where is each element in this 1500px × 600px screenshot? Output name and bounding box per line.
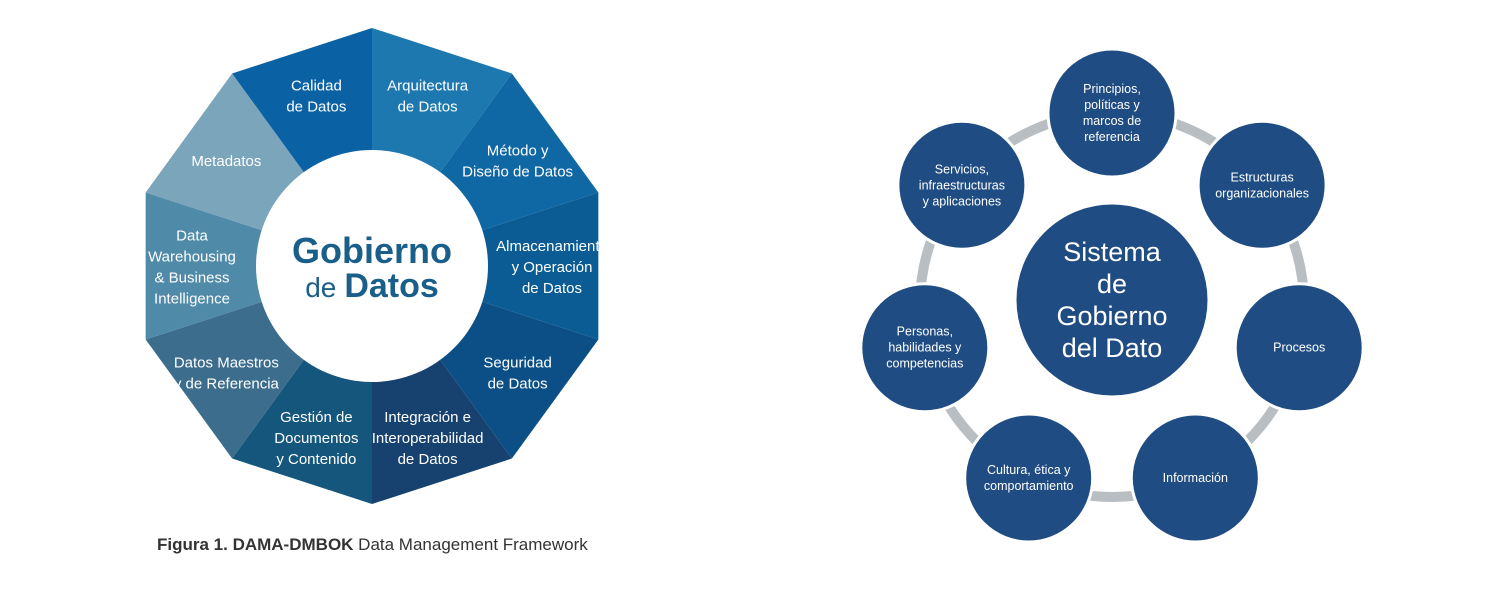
system-node-label-line: Cultura, ética y: [987, 463, 1071, 477]
wheel-segment-label: Integración e Interoperabilidad de Datos: [372, 409, 484, 468]
system-node-label-line: referencia: [1084, 130, 1140, 144]
wheel-segment-label: Calidad de Datos: [286, 77, 346, 115]
wheel-segment-label-line: y Operación: [512, 259, 593, 276]
system-node: [896, 119, 1028, 251]
system-node-label-line: Procesos: [1273, 341, 1325, 355]
system-node-label: Personas, habilidades y competencias: [886, 325, 963, 371]
system-node-label-line: Personas,: [897, 325, 953, 339]
system-node-label-line: políticas y: [1084, 98, 1140, 112]
system-node: [963, 412, 1095, 544]
wheel-segment-label-line: Metadatos: [191, 153, 261, 170]
system-node-label-line: y aplicaciones: [923, 194, 1002, 208]
system-node-label-line: comportamiento: [984, 479, 1074, 493]
system-node-label-line: Servicios,: [935, 162, 989, 176]
wheel-segment-label-line: de Datos: [522, 280, 582, 297]
wheel-segment-label: Almacenamiento y Operación de Datos: [496, 238, 608, 297]
wheel-segment-label: Metadatos: [191, 153, 261, 170]
wheel-segment-label-line: Diseño de Datos: [462, 164, 573, 181]
wheel-segment-label-line: Arquitectura: [387, 77, 469, 94]
wheel-segment-label-line: Seguridad: [483, 354, 551, 371]
system-node: [1196, 119, 1328, 251]
wheel-segment-label-line: de Datos: [488, 375, 548, 392]
system-center-circle: [1013, 201, 1211, 399]
wheel-segment-label: Gestión de Documentos y Contenido: [274, 409, 358, 468]
system-node-label: Información: [1163, 471, 1228, 485]
wheel-segment-label-line: Data: [176, 228, 208, 245]
caption-bold: Figura 1. DAMA-DMBOK: [157, 535, 354, 554]
wheel-segment-label-line: de Datos: [398, 451, 458, 468]
system-node-label: Principios, políticas y marcos de referenci…: [1083, 82, 1141, 144]
wheel-segment-label-line: de Datos: [398, 98, 458, 115]
wheel-segment-label-line: y de Referencia: [174, 375, 280, 392]
wheel-segment-label-line: Documentos: [274, 430, 358, 447]
wheel-segment-label-line: Método y: [487, 143, 549, 160]
wheel-segment-label-line: Almacenamiento: [496, 238, 608, 255]
wheel-segment-label-line: Calidad: [291, 77, 342, 94]
system-node-label: Servicios, infraestructuras y aplicaciones: [919, 162, 1005, 208]
wheel-segment-label-line: de Datos: [286, 98, 346, 115]
system-center-title-line: Gobierno: [1056, 301, 1167, 331]
wheel-segment-label: Arquitectura de Datos: [387, 77, 469, 115]
system-node-label: Estructuras organizacionales: [1215, 170, 1309, 200]
wheel-segment-label-line: Gestión de: [280, 409, 353, 426]
wheel-segment-label: Datos Maestros y de Referencia: [174, 354, 280, 392]
wheel-segment-label: Seguridad de Datos: [483, 354, 551, 392]
system-node-label-line: competencias: [886, 357, 963, 371]
wheel-center-title-line1: Gobierno: [292, 230, 452, 271]
system-center-title-line: Sistema: [1063, 237, 1162, 267]
wheel-center-title-prefix: de: [305, 272, 336, 303]
system-node-label: Cultura, ética y comportamiento: [984, 463, 1074, 493]
wheel-segment-label-line: Interoperabilidad: [372, 430, 484, 447]
wheel-center-title-main: Datos: [344, 267, 438, 305]
wheel-segment-label-line: & Business: [154, 270, 229, 287]
wheel-segment-label-line: Warehousing: [148, 249, 236, 266]
system-center-title-line: de: [1097, 269, 1127, 299]
wheel-segment-label-line: y Contenido: [276, 451, 356, 468]
system-center-title-line: del Dato: [1062, 333, 1163, 363]
system-node-label-line: Información: [1163, 471, 1228, 485]
wheel-center-circle: [256, 150, 488, 382]
wheel-segment-label-line: Datos Maestros: [174, 354, 279, 371]
wheel-segment-label: Método y Diseño de Datos: [462, 143, 573, 181]
system-node-label-line: marcos de: [1083, 114, 1141, 128]
system-node: [1046, 47, 1178, 179]
system-node: [1233, 282, 1365, 414]
wheel-segment-label-line: Intelligence: [154, 291, 230, 308]
system-node-label-line: infraestructuras: [919, 178, 1005, 192]
system-node-label-line: organizacionales: [1215, 186, 1309, 200]
system-node-label-line: Principios,: [1083, 82, 1141, 96]
figure-caption: Figura 1. DAMA-DMBOK Data Management Fra…: [157, 535, 588, 555]
system-node-label: Procesos: [1273, 341, 1325, 355]
system-node: [859, 282, 991, 414]
caption-normal: Data Management Framework: [353, 535, 588, 554]
system-node-label-line: Estructuras: [1231, 170, 1294, 184]
system-node: [1129, 412, 1261, 544]
system-node-label-line: habilidades y: [888, 341, 962, 355]
wheel-segment-label-line: Integración e: [384, 409, 471, 426]
wheel-center-title-line2: de Datos: [305, 267, 439, 305]
